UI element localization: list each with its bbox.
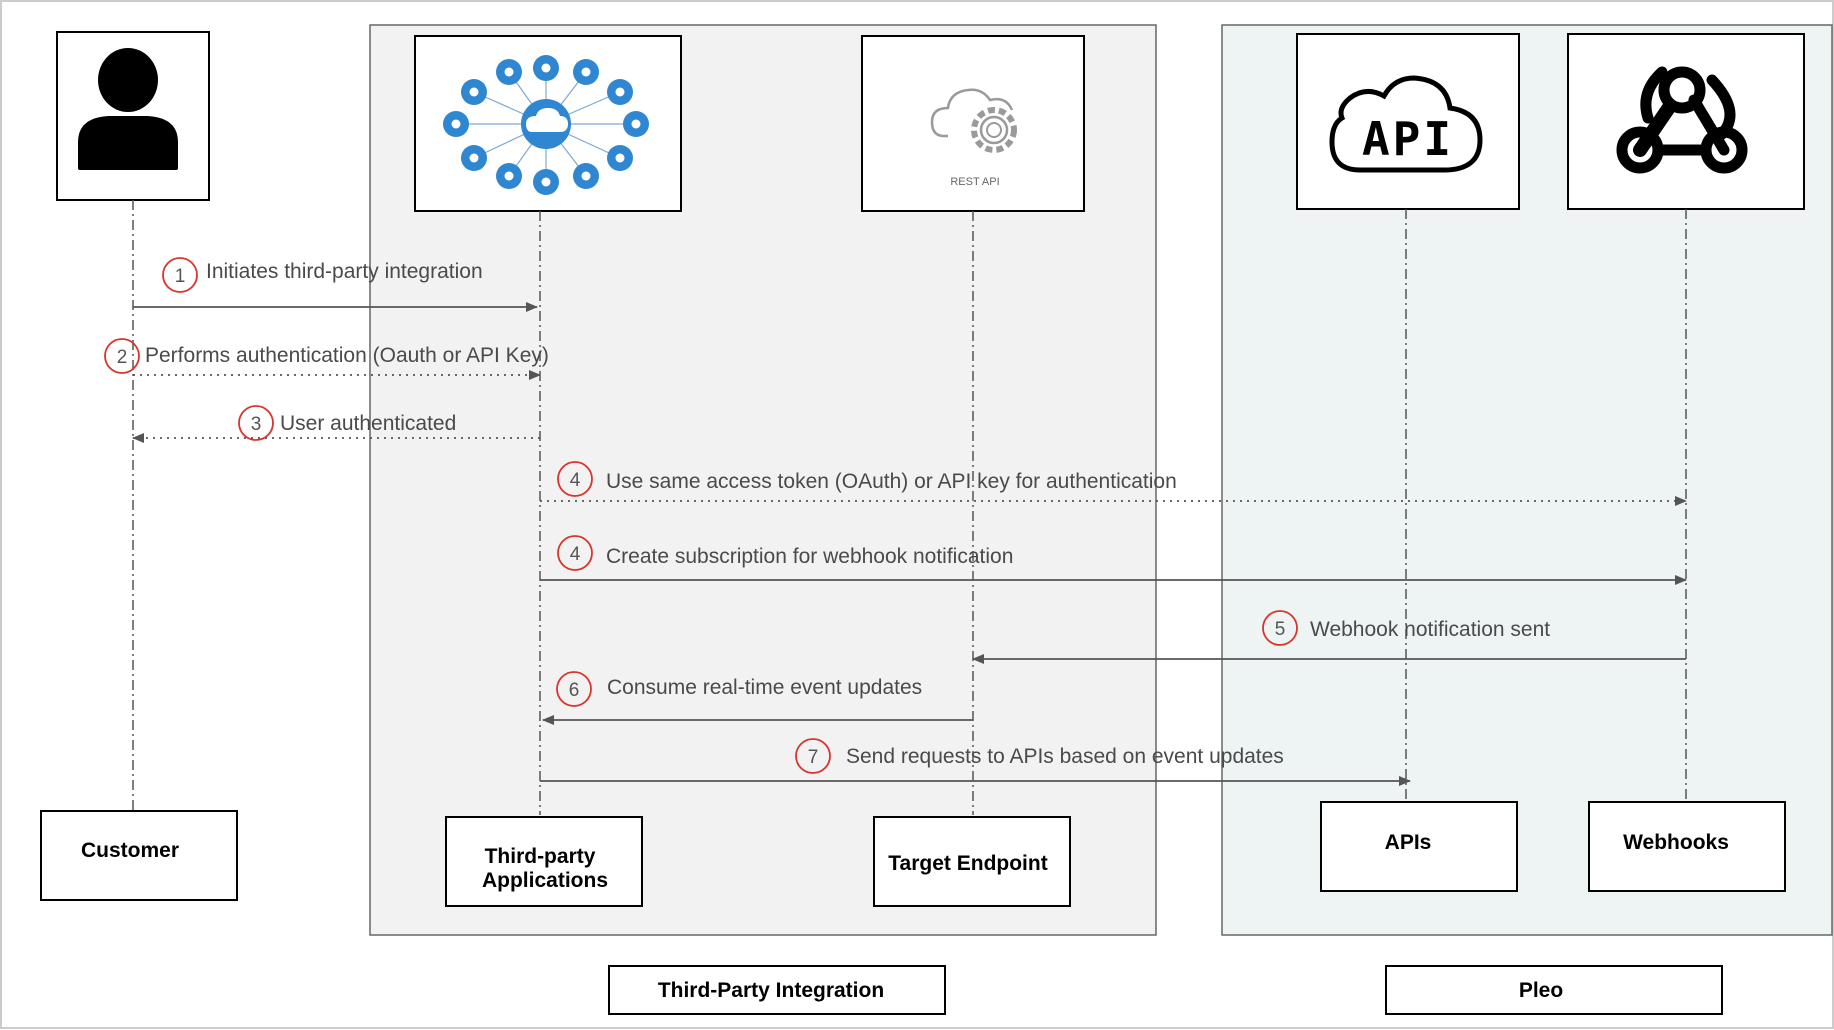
footer-label-customer: Customer xyxy=(81,839,179,862)
api-icon-text: API xyxy=(1362,112,1454,166)
step-number-3: 3 xyxy=(251,414,262,435)
step-circle-2 xyxy=(104,338,140,374)
footer-box-webhooks xyxy=(1588,801,1786,892)
step-number-8: 7 xyxy=(808,747,819,768)
footer-label-webhooks: Webhooks xyxy=(1623,831,1729,854)
group-label-pleo: Pleo xyxy=(1519,979,1563,1002)
step-circle-7 xyxy=(556,671,592,707)
step-number-4: 4 xyxy=(570,470,581,491)
footer-box-customer xyxy=(40,810,238,901)
rest-api-cloud-gear-icon xyxy=(930,88,1017,153)
step-number-2: 2 xyxy=(117,347,128,368)
person-icon xyxy=(78,48,178,170)
message-label-3: User authenticated xyxy=(280,412,456,435)
footer-label-target: Target Endpoint xyxy=(888,852,1047,875)
step-number-6: 5 xyxy=(1275,619,1286,640)
header-box-apis xyxy=(1296,33,1520,210)
rest-api-caption: REST API xyxy=(950,176,999,188)
footer-label-third-party-line1: Third-party xyxy=(485,845,596,868)
step-circle-5 xyxy=(557,535,593,571)
footer-label-third-party-line2: Applications xyxy=(482,869,608,892)
message-label-4: Use same access token (OAuth) or API key… xyxy=(606,470,1177,493)
message-label-6: Webhook notification sent xyxy=(1310,618,1550,641)
step-number-5: 4 xyxy=(570,544,581,565)
footer-box-apis xyxy=(1320,801,1518,892)
footer-label-apis: APIs xyxy=(1385,831,1432,854)
step-circle-3 xyxy=(238,405,274,441)
step-circle-4 xyxy=(557,461,593,497)
step-number-7: 6 xyxy=(569,680,580,701)
header-box-webhooks xyxy=(1567,33,1805,210)
group-label-box-third-party-integration xyxy=(608,965,946,1015)
message-label-7: Consume real-time event updates xyxy=(607,676,922,699)
webhook-icon xyxy=(1616,66,1748,174)
group-label-box-pleo xyxy=(1385,965,1723,1015)
footer-box-third-party xyxy=(445,816,643,907)
message-label-1: Initiates third-party integration xyxy=(206,260,483,283)
group-label-third-party-integration: Third-Party Integration xyxy=(658,979,884,1002)
messages: 1 Initiates third-party integration 2 Perfo… xyxy=(104,257,1687,786)
message-label-2: Performs authentication (Oauth or API Ke… xyxy=(145,344,549,367)
message-label-5: Create subscription for webhook notifica… xyxy=(606,545,1013,568)
step-circle-1 xyxy=(162,257,198,293)
cloud-network-icon xyxy=(443,55,649,195)
footer-box-target xyxy=(873,816,1071,907)
message-label-8: Send requests to APIs based on event upd… xyxy=(846,745,1284,768)
api-cloud-icon: API xyxy=(1329,75,1483,173)
step-circle-6 xyxy=(1262,610,1298,646)
step-circle-8 xyxy=(795,738,831,774)
step-number-1: 1 xyxy=(175,266,186,287)
